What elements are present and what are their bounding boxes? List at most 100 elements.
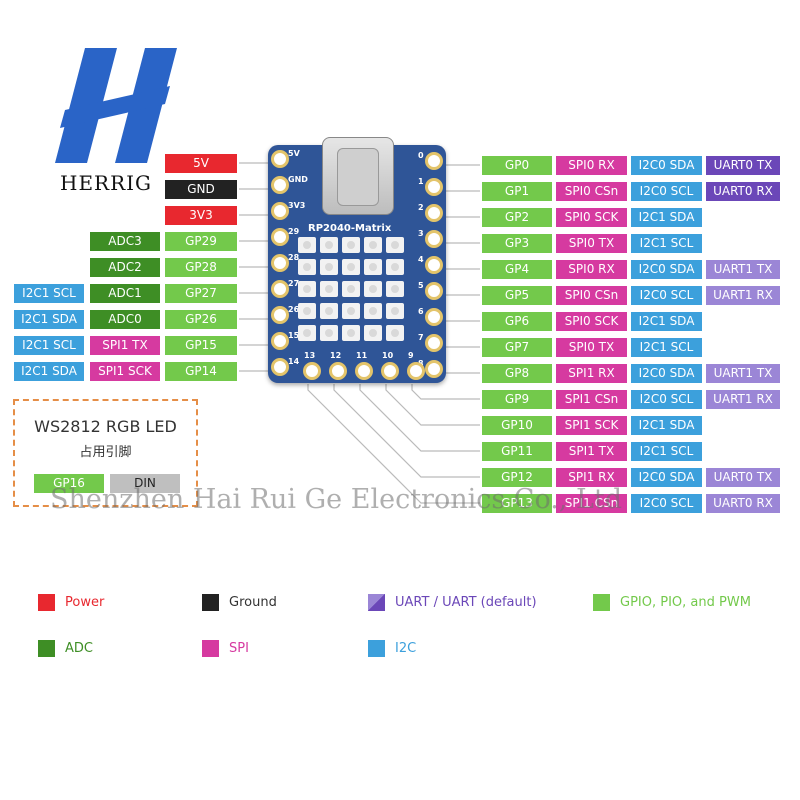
pin-label-adc3: ADC3: [90, 232, 160, 251]
rgb-led: [342, 303, 360, 319]
pin-pad: [425, 230, 443, 248]
pin-label-spi1-tx: SPI1 TX: [556, 442, 627, 461]
pin-number: 3V3: [288, 201, 306, 210]
pin-number: 5: [418, 281, 424, 290]
pin-label-gp11: GP11: [482, 442, 552, 461]
connector-line: [411, 384, 480, 400]
pin-number: 15: [288, 331, 300, 340]
legend-label-power: Power: [65, 595, 105, 610]
watermark: Shenzhen Hai Rui Ge Electronics Co., Ltd: [50, 484, 623, 515]
pin-label-5v: 5V: [165, 154, 237, 173]
rgb-led: [320, 325, 338, 341]
rgb-led: [298, 281, 316, 297]
legend-label-gpio-pio-and-pwm: GPIO, PIO, and PWM: [620, 595, 751, 610]
pin-label-uart0-tx: UART0 TX: [706, 468, 780, 487]
connector-line: [333, 384, 480, 478]
pin-number: 28: [288, 253, 300, 262]
pin-label-gp9: GP9: [482, 390, 552, 409]
pin-number: 12: [330, 351, 342, 360]
pin-label-uart0-tx: UART0 TX: [706, 156, 780, 175]
rgb-led: [342, 325, 360, 341]
pin-label-gp10: GP10: [482, 416, 552, 435]
pin-number: 4: [418, 255, 424, 264]
pin-number: 29: [288, 227, 300, 236]
pin-pad: [271, 358, 289, 376]
rgb-led: [342, 237, 360, 253]
legend-swatch-i2c: [368, 640, 385, 657]
pin-label-spi1-rx: SPI1 RX: [556, 364, 627, 383]
pin-pad: [381, 362, 399, 380]
pin-label-i2c0-scl: I2C0 SCL: [631, 182, 702, 201]
pin-pad: [355, 362, 373, 380]
brand-name: HERRIG: [60, 171, 153, 195]
pin-label-gp28: GP28: [165, 258, 237, 277]
pin-pad: [271, 254, 289, 272]
pin-number: 0: [418, 151, 424, 160]
pin-label-i2c0-scl: I2C0 SCL: [631, 494, 702, 513]
pin-label-gp16: GP16: [34, 474, 104, 493]
connector-line: [307, 384, 480, 504]
legend-label-uart-uart-default: UART / UART (default): [395, 595, 537, 610]
pin-label-spi1-tx: SPI1 TX: [90, 336, 160, 355]
pin-pad: [425, 334, 443, 352]
pin-pad: [271, 228, 289, 246]
pin-label-uart0-rx: UART0 RX: [706, 182, 780, 201]
brand-logo-icon: [55, 48, 177, 163]
pin-label-gp7: GP7: [482, 338, 552, 357]
pin-label-spi0-sck: SPI0 SCK: [556, 312, 627, 331]
pin-label-spi0-csn: SPI0 CSn: [556, 286, 627, 305]
pin-label-i2c1-sda: I2C1 SDA: [14, 310, 84, 329]
pin-pad: [425, 178, 443, 196]
rgb-led: [342, 281, 360, 297]
pin-number: 10: [382, 351, 394, 360]
pin-number: 27: [288, 279, 300, 288]
rgb-led: [386, 303, 404, 319]
legend-label-spi: SPI: [229, 641, 249, 656]
pin-label-gp14: GP14: [165, 362, 237, 381]
pin-label-gp4: GP4: [482, 260, 552, 279]
pin-label-spi0-sck: SPI0 SCK: [556, 208, 627, 227]
ws2812-info-box: WS2812 RGB LED 占用引脚: [13, 399, 198, 507]
rgb-led: [320, 259, 338, 275]
rgb-led: [298, 259, 316, 275]
legend-label-i2c: I2C: [395, 641, 417, 656]
rgb-led: [386, 281, 404, 297]
pin-label-gp29: GP29: [165, 232, 237, 251]
pin-pad: [329, 362, 347, 380]
pin-number: 2: [418, 203, 424, 212]
pin-label-spi1-csn: SPI1 CSn: [556, 390, 627, 409]
pin-label-uart1-tx: UART1 TX: [706, 260, 780, 279]
pin-label-gp3: GP3: [482, 234, 552, 253]
pin-label-uart1-rx: UART1 RX: [706, 390, 780, 409]
pin-number: 3: [418, 229, 424, 238]
pin-label-gp0: GP0: [482, 156, 552, 175]
rgb-led: [386, 237, 404, 253]
pin-number: 6: [418, 307, 424, 316]
pin-label-i2c0-sda: I2C0 SDA: [631, 260, 702, 279]
pin-label-i2c0-sda: I2C0 SDA: [631, 468, 702, 487]
pin-number: 9: [408, 351, 414, 360]
pin-label-3v3: 3V3: [165, 206, 237, 225]
pin-label-i2c1-sda: I2C1 SDA: [14, 362, 84, 381]
pin-label-gp2: GP2: [482, 208, 552, 227]
pin-label-spi0-tx: SPI0 TX: [556, 338, 627, 357]
rgb-led: [320, 303, 338, 319]
pin-pad: [425, 152, 443, 170]
pin-label-din: DIN: [110, 474, 180, 493]
legend-swatch-adc: [38, 640, 55, 657]
pin-label-uart0-rx: UART0 RX: [706, 494, 780, 513]
legend-swatch-ground: [202, 594, 219, 611]
pin-number: 5V: [288, 149, 300, 158]
rgb-led: [364, 237, 382, 253]
pin-label-i2c1-scl: I2C1 SCL: [631, 442, 702, 461]
pin-label-adc2: ADC2: [90, 258, 160, 277]
legend-swatch-gpio-pio-and-pwm: [593, 594, 610, 611]
pin-number: 14: [288, 357, 300, 366]
rgb-led: [298, 303, 316, 319]
pin-number: GND: [288, 175, 308, 184]
pin-pad: [425, 360, 443, 378]
rgb-led: [364, 259, 382, 275]
pin-label-spi0-tx: SPI0 TX: [556, 234, 627, 253]
rgb-led: [298, 325, 316, 341]
